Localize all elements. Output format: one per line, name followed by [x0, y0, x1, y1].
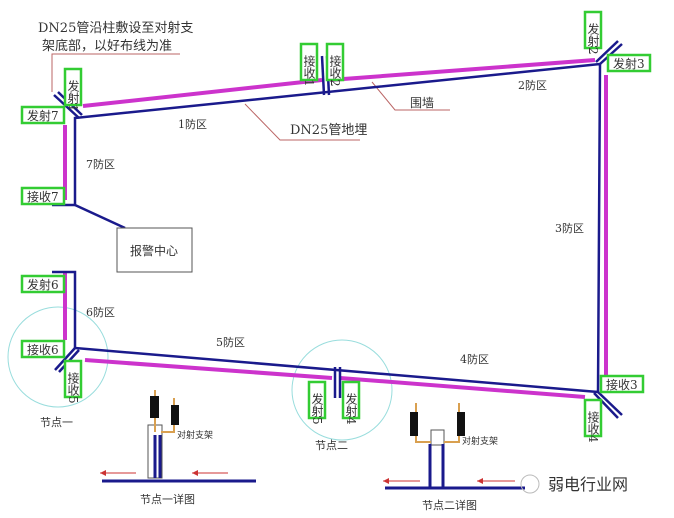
- detail2-label: 节点二详图: [422, 498, 477, 512]
- detail1-label: 节点一详图: [140, 492, 195, 506]
- device-labels: 发射7 接收7 发射6 接收6 发射3 接收3 发射1 接收1 接收2 发射2 …: [20, 10, 652, 443]
- zone-3: 3防区: [555, 221, 584, 235]
- device-rx3: 接收3: [606, 377, 638, 392]
- zone-5: 5防区: [216, 335, 245, 349]
- alarm-center-box: [116, 227, 193, 273]
- device-tx1: 发射1: [66, 79, 80, 112]
- zone-labels: 1防区 2防区 3防区 4防区 5防区 6防区 7防区: [86, 78, 584, 366]
- alarm-center-label: 报警中心: [130, 243, 178, 258]
- wall-label: 围墙: [410, 96, 434, 110]
- detail1-drawing: [100, 390, 256, 483]
- node2-circle: [291, 339, 393, 441]
- zone-4: 4防区: [460, 352, 489, 366]
- device-rx5: 接收5: [66, 371, 80, 404]
- pipe-label: DN25管地埋: [290, 123, 367, 138]
- note-text-2: 架底部，以好布线为准: [42, 38, 172, 54]
- device-tx4: 发射4: [344, 392, 358, 425]
- note-text-1: DN25管沿柱敷设至对射支: [38, 20, 193, 36]
- note-leader: [51, 53, 180, 92]
- bracket-label-1: 对射支架: [177, 429, 213, 441]
- pipe-leader: [244, 103, 360, 141]
- device-tx6: 发射6: [27, 277, 59, 292]
- detail2-drawing: [383, 403, 525, 490]
- device-tx3: 发射3: [613, 56, 645, 71]
- device-tx5: 发射5: [310, 392, 324, 425]
- zone-7: 7防区: [86, 157, 115, 171]
- zone-6: 6防区: [86, 305, 115, 319]
- watermark-icon: [520, 474, 540, 494]
- wall-leader: [371, 81, 450, 111]
- device-tx7: 发射7: [27, 108, 59, 123]
- device-rx7: 接收7: [27, 189, 59, 204]
- device-tx2: 发射2: [586, 22, 600, 55]
- node2-label: 节点二: [315, 439, 348, 452]
- wall-lines: [63, 58, 608, 399]
- device-rx4: 接收4: [586, 410, 600, 443]
- zone-2: 2防区: [518, 78, 547, 92]
- bracket-label-2: 对射支架: [462, 435, 498, 447]
- pipe-lines: [52, 40, 623, 419]
- zone-1: 1防区: [178, 117, 207, 131]
- device-rx2: 接收2: [328, 54, 342, 87]
- device-rx1: 接收1: [302, 54, 316, 87]
- watermark: 弱电行业网: [548, 475, 628, 494]
- node1-circle: [7, 306, 109, 408]
- device-rx6: 接收6: [27, 342, 59, 357]
- node1-label: 节点一: [40, 416, 73, 429]
